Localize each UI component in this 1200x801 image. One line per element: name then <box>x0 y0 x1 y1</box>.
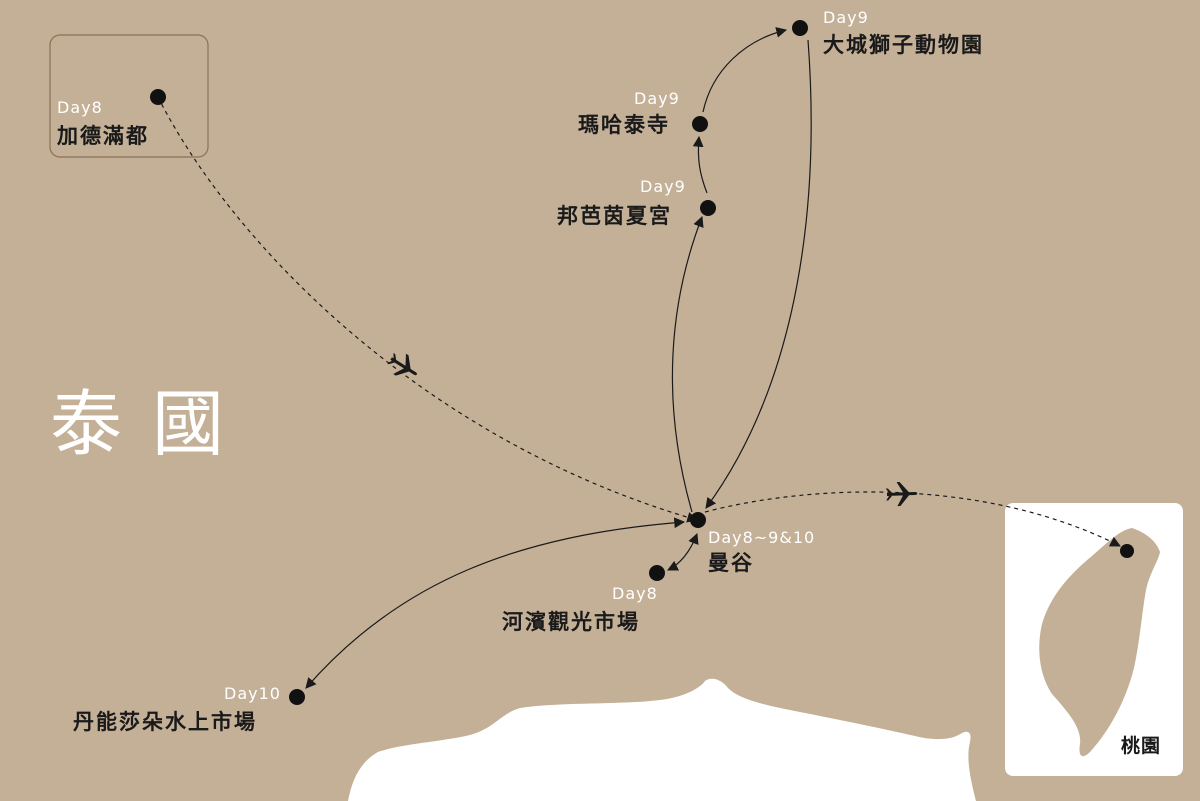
airplane-icon <box>885 482 918 507</box>
marker-riverside-market <box>649 565 665 581</box>
day-label: Day9 <box>823 8 869 27</box>
marker-grand-palace <box>792 20 808 36</box>
taoyuan-label: 桃園 <box>1121 735 1162 757</box>
place-name: 瑪哈泰寺 <box>578 113 670 137</box>
taiwan-island <box>1039 528 1160 757</box>
marker-bang-pa-in <box>700 200 716 216</box>
country-label: 泰國 <box>50 382 255 466</box>
place-name: 邦芭茵夏宮 <box>557 204 672 228</box>
taiwan-label: 台 灣 <box>1076 614 1106 682</box>
place-name: 加德滿都 <box>57 124 149 148</box>
marker-bangkok <box>690 512 706 528</box>
route-bangkok-damnoen <box>305 517 686 689</box>
day-label: Day8 <box>612 584 658 603</box>
place-name: 丹能莎朵水上市場 <box>73 710 257 734</box>
taiwan-label-char: 灣 <box>1077 650 1104 680</box>
kathmandu-box <box>49 34 209 158</box>
marker-damnoen <box>289 689 305 705</box>
route-bangkok-bangpain <box>671 215 704 513</box>
taiwan-label-char: 台 <box>1077 616 1104 646</box>
marker-taoyuan <box>1120 544 1134 558</box>
place-name: 河濱觀光市場 <box>502 610 640 634</box>
place-name: 曼谷 <box>708 551 754 575</box>
place-name: 大城獅子動物園 <box>823 33 984 57</box>
marker-wat-mahathat <box>692 116 708 132</box>
day-label: Day8 <box>57 98 103 117</box>
day-label: Day10 <box>224 684 281 703</box>
route-bangpain-mahathat <box>692 135 708 194</box>
day-label: Day8~9&10 <box>708 528 816 547</box>
airplane-icon <box>387 352 417 376</box>
marker-kathmandu <box>150 89 166 105</box>
route-ayutthaya-bangkok <box>705 39 812 509</box>
day-label: Day9 <box>634 89 680 108</box>
flight-route-kathmandu-bangkok <box>157 96 699 523</box>
route-bangkok-riverside <box>667 532 699 571</box>
coastline <box>348 678 976 801</box>
day-label: Day9 <box>640 177 686 196</box>
route-mahathat-ayutthaya <box>702 27 788 113</box>
